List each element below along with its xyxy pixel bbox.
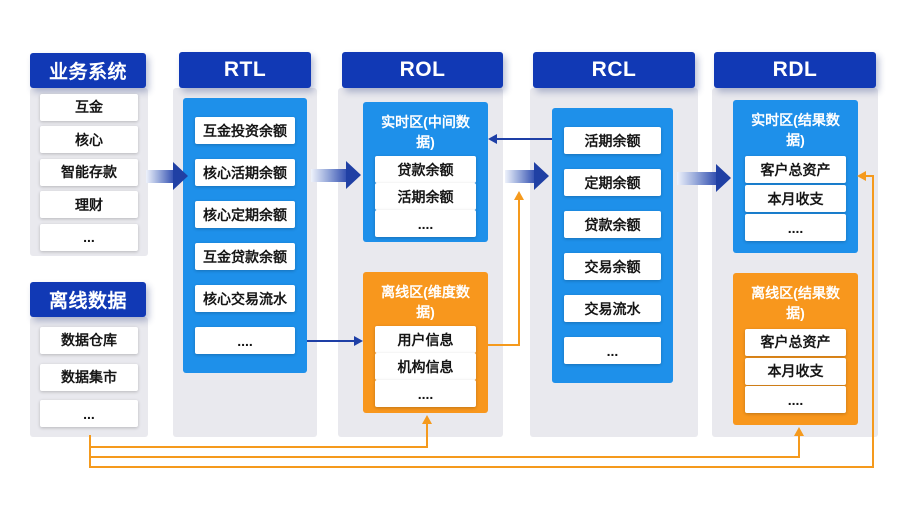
list-item: 互金投资余额 — [195, 117, 295, 144]
rol-offline-zone: 离线区(维度数据) 用户信息 机构信息 .... — [363, 272, 488, 413]
list-item: 贷款余额 — [375, 156, 476, 183]
connector-offline-to-rdl-realtime-top — [865, 175, 874, 177]
arrowhead-rtl-to-rol-offline-icon — [354, 336, 363, 346]
connector-offline-to-rdl-offline-h — [89, 456, 800, 458]
list-item: 核心定期余额 — [195, 201, 295, 228]
connector-offline-to-rdl-offline-v — [798, 436, 800, 458]
rol-realtime-list: 贷款余额 活期余额 .... — [375, 156, 476, 237]
header-business-system: 业务系统 — [30, 53, 146, 88]
header-rtl: RTL — [179, 52, 311, 88]
offline-data-list: 数据仓库 数据集市 ... — [30, 317, 148, 437]
zone-title: 实时区(结果数据) — [751, 112, 840, 148]
list-item: 贷款余额 — [564, 211, 661, 238]
list-item: 核心活期余额 — [195, 159, 295, 186]
rcl-box: 活期余额 定期余额 贷款余额 交易余额 交易流水 ... — [552, 108, 673, 383]
list-item: 数据仓库 — [40, 326, 138, 354]
list-item: 智能存款 — [40, 158, 138, 186]
rol-offline-list: 用户信息 机构信息 .... — [375, 326, 476, 407]
header-rol: ROL — [342, 52, 503, 88]
header-rcl: RCL — [533, 52, 695, 88]
list-item: 数据集市 — [40, 363, 138, 391]
list-item: 交易余额 — [564, 253, 661, 280]
list-item: 用户信息 — [375, 326, 476, 353]
list-item: ... — [40, 223, 138, 251]
header-offline-data: 离线数据 — [30, 282, 146, 317]
list-item: .... — [745, 214, 846, 241]
business-system-list: 互金 核心 智能存款 理财 ... — [30, 88, 148, 256]
rtl-box: 互金投资余额 核心活期余额 核心定期余额 互金贷款余额 核心交易流水 .... — [183, 98, 307, 373]
list-item: 定期余额 — [564, 169, 661, 196]
rdl-realtime-list: 客户总资产 本月收支 .... — [745, 154, 846, 243]
list-item: 活期余额 — [375, 183, 476, 210]
arrowhead-rol-offline-up-icon — [514, 191, 524, 200]
list-item: .... — [195, 327, 295, 354]
list-item: 活期余额 — [564, 127, 661, 154]
connector-rtl-to-rol-offline — [307, 340, 354, 342]
connector-rol-offline-out-v — [518, 199, 520, 346]
zone-title: 实时区(中间数据) — [381, 114, 470, 150]
list-item: ... — [40, 400, 138, 428]
flow-arrow-rtl-to-rol — [311, 161, 361, 189]
rol-realtime-zone: 实时区(中间数据) 贷款余额 活期余额 .... — [363, 102, 488, 242]
flow-arrow-biz-to-rtl — [146, 162, 188, 190]
zone-title: 离线区(结果数据) — [751, 285, 840, 321]
list-item: 客户总资产 — [745, 156, 846, 183]
zone-title: 离线区(维度数据) — [381, 284, 470, 320]
list-item: 交易流水 — [564, 295, 661, 322]
list-item: 本月收支 — [745, 185, 846, 212]
list-item: .... — [375, 210, 476, 237]
rdl-realtime-zone: 实时区(结果数据) 客户总资产 本月收支 .... — [733, 100, 858, 253]
connector-rol-offline-out-h — [488, 344, 520, 346]
list-item: 客户总资产 — [745, 328, 846, 356]
header-rdl: RDL — [714, 52, 876, 88]
list-item: ... — [564, 337, 661, 364]
connector-rcl-to-rol — [497, 138, 552, 140]
connector-offline-to-rdl-realtime-h — [89, 466, 874, 468]
list-item: .... — [375, 380, 476, 407]
list-item: 核心交易流水 — [195, 285, 295, 312]
rdl-offline-zone: 离线区(结果数据) 客户总资产 本月收支 .... — [733, 273, 858, 425]
arrowhead-offline-to-rdl-realtime-icon — [857, 171, 866, 181]
connector-offline-to-rol-h — [89, 446, 428, 448]
connector-offline-to-rol-v — [426, 424, 428, 448]
flow-arrow-rol-to-rcl — [505, 162, 549, 190]
connector-offline-stem — [89, 435, 91, 468]
connector-offline-to-rdl-realtime-v — [872, 175, 874, 468]
list-item: 互金 — [40, 93, 138, 121]
flow-arrow-rcl-to-rdl — [677, 164, 731, 192]
list-item: 本月收支 — [745, 357, 846, 385]
list-item: 机构信息 — [375, 353, 476, 380]
list-item: .... — [745, 386, 846, 414]
arrowhead-offline-to-rdl-offline-icon — [794, 427, 804, 436]
arrowhead-offline-to-rol-icon — [422, 415, 432, 424]
list-item: 互金贷款余额 — [195, 243, 295, 270]
list-item: 理财 — [40, 191, 138, 218]
arrowhead-rcl-to-rol-icon — [488, 134, 497, 144]
list-item: 核心 — [40, 126, 138, 153]
rdl-offline-list: 客户总资产 本月收支 .... — [745, 327, 846, 415]
